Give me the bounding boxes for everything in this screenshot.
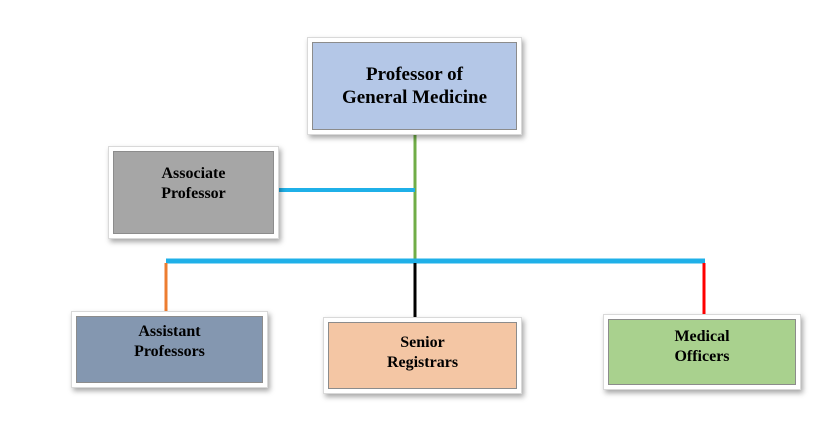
node-fill — [312, 42, 517, 130]
node-label: Professor of General Medicine — [341, 63, 488, 108]
node-medical-officers: Medical Officers — [603, 314, 801, 390]
node-fill — [608, 319, 796, 385]
node-assistant-professors: Assistant Professors — [71, 311, 268, 388]
node-label: Senior Registrars — [386, 333, 459, 371]
node-senior-registrars: Senior Registrars — [323, 317, 522, 394]
node-fill — [328, 322, 517, 389]
node-fill — [113, 151, 274, 234]
node-label: Medical Officers — [674, 328, 730, 365]
node-fill — [76, 316, 263, 383]
node-professor-general-medicine: Professor of General Medicine — [307, 37, 522, 135]
node-label: Assistant Professors — [134, 322, 205, 360]
node-label: Associate Professor — [161, 164, 226, 202]
node-associate-professor: Associate Professor — [108, 146, 279, 239]
